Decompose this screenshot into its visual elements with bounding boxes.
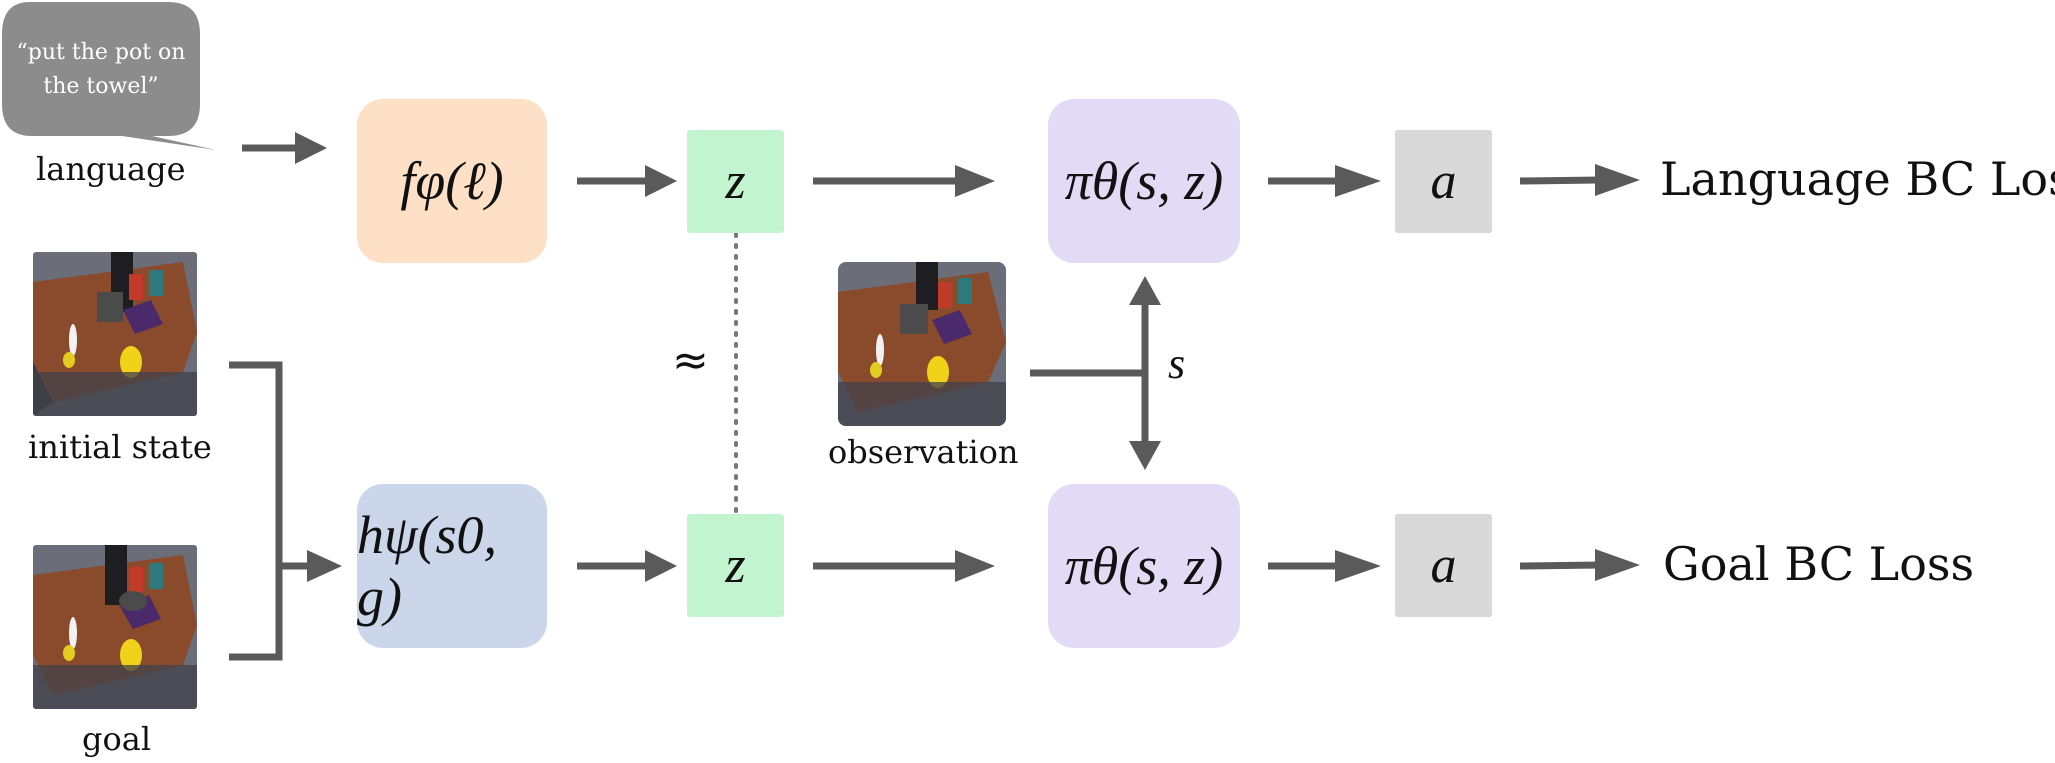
policy-top-box: πθ(s, z) bbox=[1048, 99, 1240, 263]
arrow-action-to-loss-bottom bbox=[1519, 561, 1601, 570]
speech-bubble-line-2: the towel” bbox=[43, 74, 159, 99]
goal-encoder-label: hψ(s0, g) bbox=[357, 505, 498, 627]
arrowhead bbox=[295, 132, 327, 164]
arrowhead bbox=[1335, 550, 1381, 582]
latent-bottom-label: z bbox=[725, 537, 746, 594]
arrowhead bbox=[955, 550, 995, 582]
language-label: language bbox=[36, 150, 186, 188]
speech-bubble-text: “put the pot on the towel” bbox=[6, 36, 196, 104]
arrowhead bbox=[1595, 549, 1640, 581]
arrowhead bbox=[645, 165, 677, 197]
action-bottom-label: a bbox=[1430, 537, 1457, 594]
action-top-box: a bbox=[1395, 130, 1492, 233]
arrowhead bbox=[307, 550, 342, 582]
arrow-action-to-loss-top bbox=[1519, 176, 1601, 185]
approx-symbol: ≈ bbox=[672, 335, 709, 386]
goal-encoder-box: hψ(s0, g) bbox=[357, 484, 547, 648]
policy-bottom-box: πθ(s, z) bbox=[1048, 484, 1240, 648]
language-encoder-label: fφ(ℓ) bbox=[400, 151, 504, 211]
arrowhead bbox=[1129, 441, 1161, 470]
arrowhead bbox=[955, 165, 995, 197]
action-top-label: a bbox=[1430, 153, 1457, 210]
policy-top-label: πθ(s, z) bbox=[1064, 151, 1224, 211]
arrowhead bbox=[1129, 276, 1161, 305]
arrowhead bbox=[1595, 164, 1640, 196]
observation-label: observation bbox=[828, 433, 1019, 471]
latent-bottom-box: z bbox=[687, 514, 784, 617]
policy-bottom-label: πθ(s, z) bbox=[1064, 536, 1224, 596]
bracket-initial-goal bbox=[229, 361, 283, 661]
initial-state-image bbox=[33, 252, 197, 416]
initial-state-label: initial state bbox=[28, 428, 212, 466]
language-bc-loss-label: Language BC Loss bbox=[1660, 152, 2055, 206]
goal-label: goal bbox=[82, 720, 152, 758]
arrowhead bbox=[1335, 165, 1381, 197]
action-bottom-box: a bbox=[1395, 514, 1492, 617]
goal-bc-loss-label: Goal BC Loss bbox=[1663, 537, 1975, 591]
language-encoder-box: fφ(ℓ) bbox=[357, 99, 547, 263]
latent-top-box: z bbox=[687, 130, 784, 233]
observation-image bbox=[838, 262, 1006, 426]
state-symbol: s bbox=[1168, 339, 1186, 388]
latent-top-label: z bbox=[725, 153, 746, 210]
speech-bubble bbox=[2, 2, 216, 150]
goal-image bbox=[33, 545, 197, 709]
speech-bubble-line-1: “put the pot on bbox=[16, 40, 186, 65]
arrowhead bbox=[645, 550, 677, 582]
